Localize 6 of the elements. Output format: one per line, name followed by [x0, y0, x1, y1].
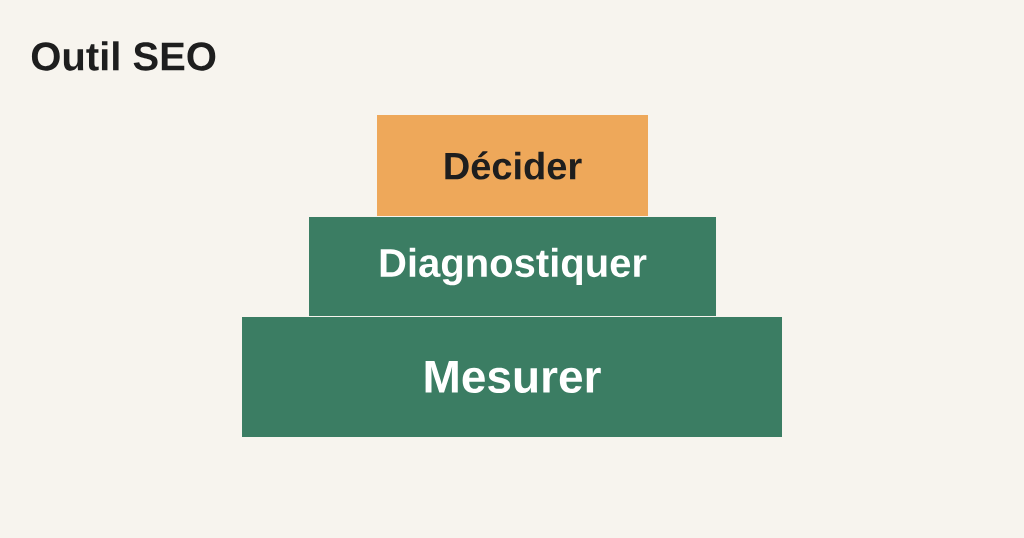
pyramid-level: Mesurer — [242, 317, 782, 437]
title: Outil SEO — [31, 41, 216, 71]
node-label: Diagnostiquer — [380, 247, 647, 286]
node-label: Mesurer — [425, 360, 601, 394]
pyramid-level: Décider — [377, 115, 648, 216]
pyramid-level: Diagnostiquer — [309, 217, 716, 316]
